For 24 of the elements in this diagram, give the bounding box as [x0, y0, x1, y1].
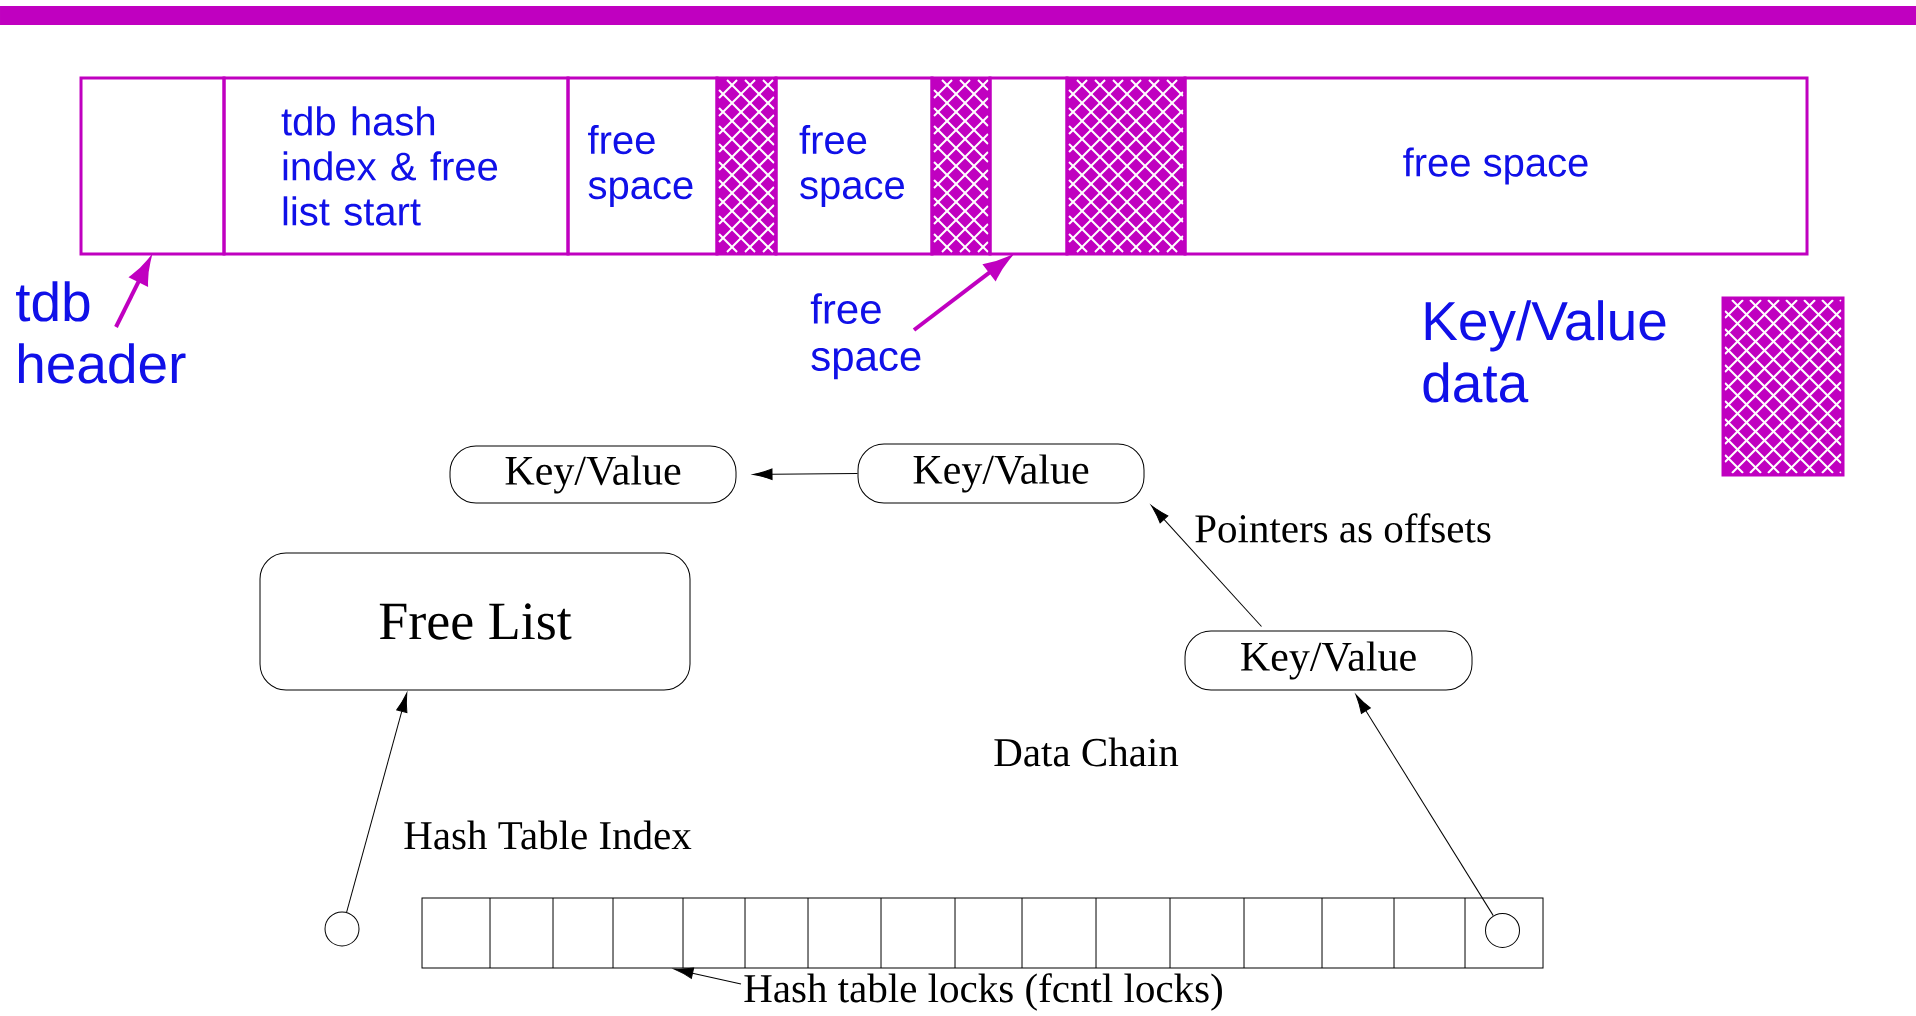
- annotation-text: Pointers as offsets: [1195, 513, 1491, 543]
- data-block: [930, 76, 992, 256]
- memory-cell: [79, 76, 226, 256]
- pointer-circle: [324, 911, 360, 947]
- arrow: [752, 468, 858, 481]
- arrow: [1355, 694, 1494, 917]
- memory-cell: tdb hash index & free list start: [222, 76, 570, 256]
- hash-table: [421, 897, 1544, 969]
- record-box: Key/Value: [857, 443, 1145, 504]
- arrow: [346, 692, 408, 913]
- record-box: Key/Value: [449, 445, 737, 504]
- record-box: Free List: [259, 552, 691, 691]
- arrow: [1150, 505, 1262, 627]
- pointer-circle: [1485, 913, 1520, 948]
- data-block: [715, 76, 778, 256]
- callout-text: free space: [810, 293, 921, 380]
- annotation-text: Data Chain: [994, 737, 1179, 767]
- annotation-text: Hash table locks (fcntl locks): [744, 973, 1222, 1011]
- data-block: [1065, 76, 1187, 256]
- legend-text: Key/Value data: [1423, 300, 1666, 403]
- record-box: Key/Value: [1184, 630, 1473, 691]
- memory-cell: free space: [1183, 76, 1809, 256]
- leader-line: [673, 967, 742, 985]
- annotation-text: Hash Table Index: [404, 820, 692, 850]
